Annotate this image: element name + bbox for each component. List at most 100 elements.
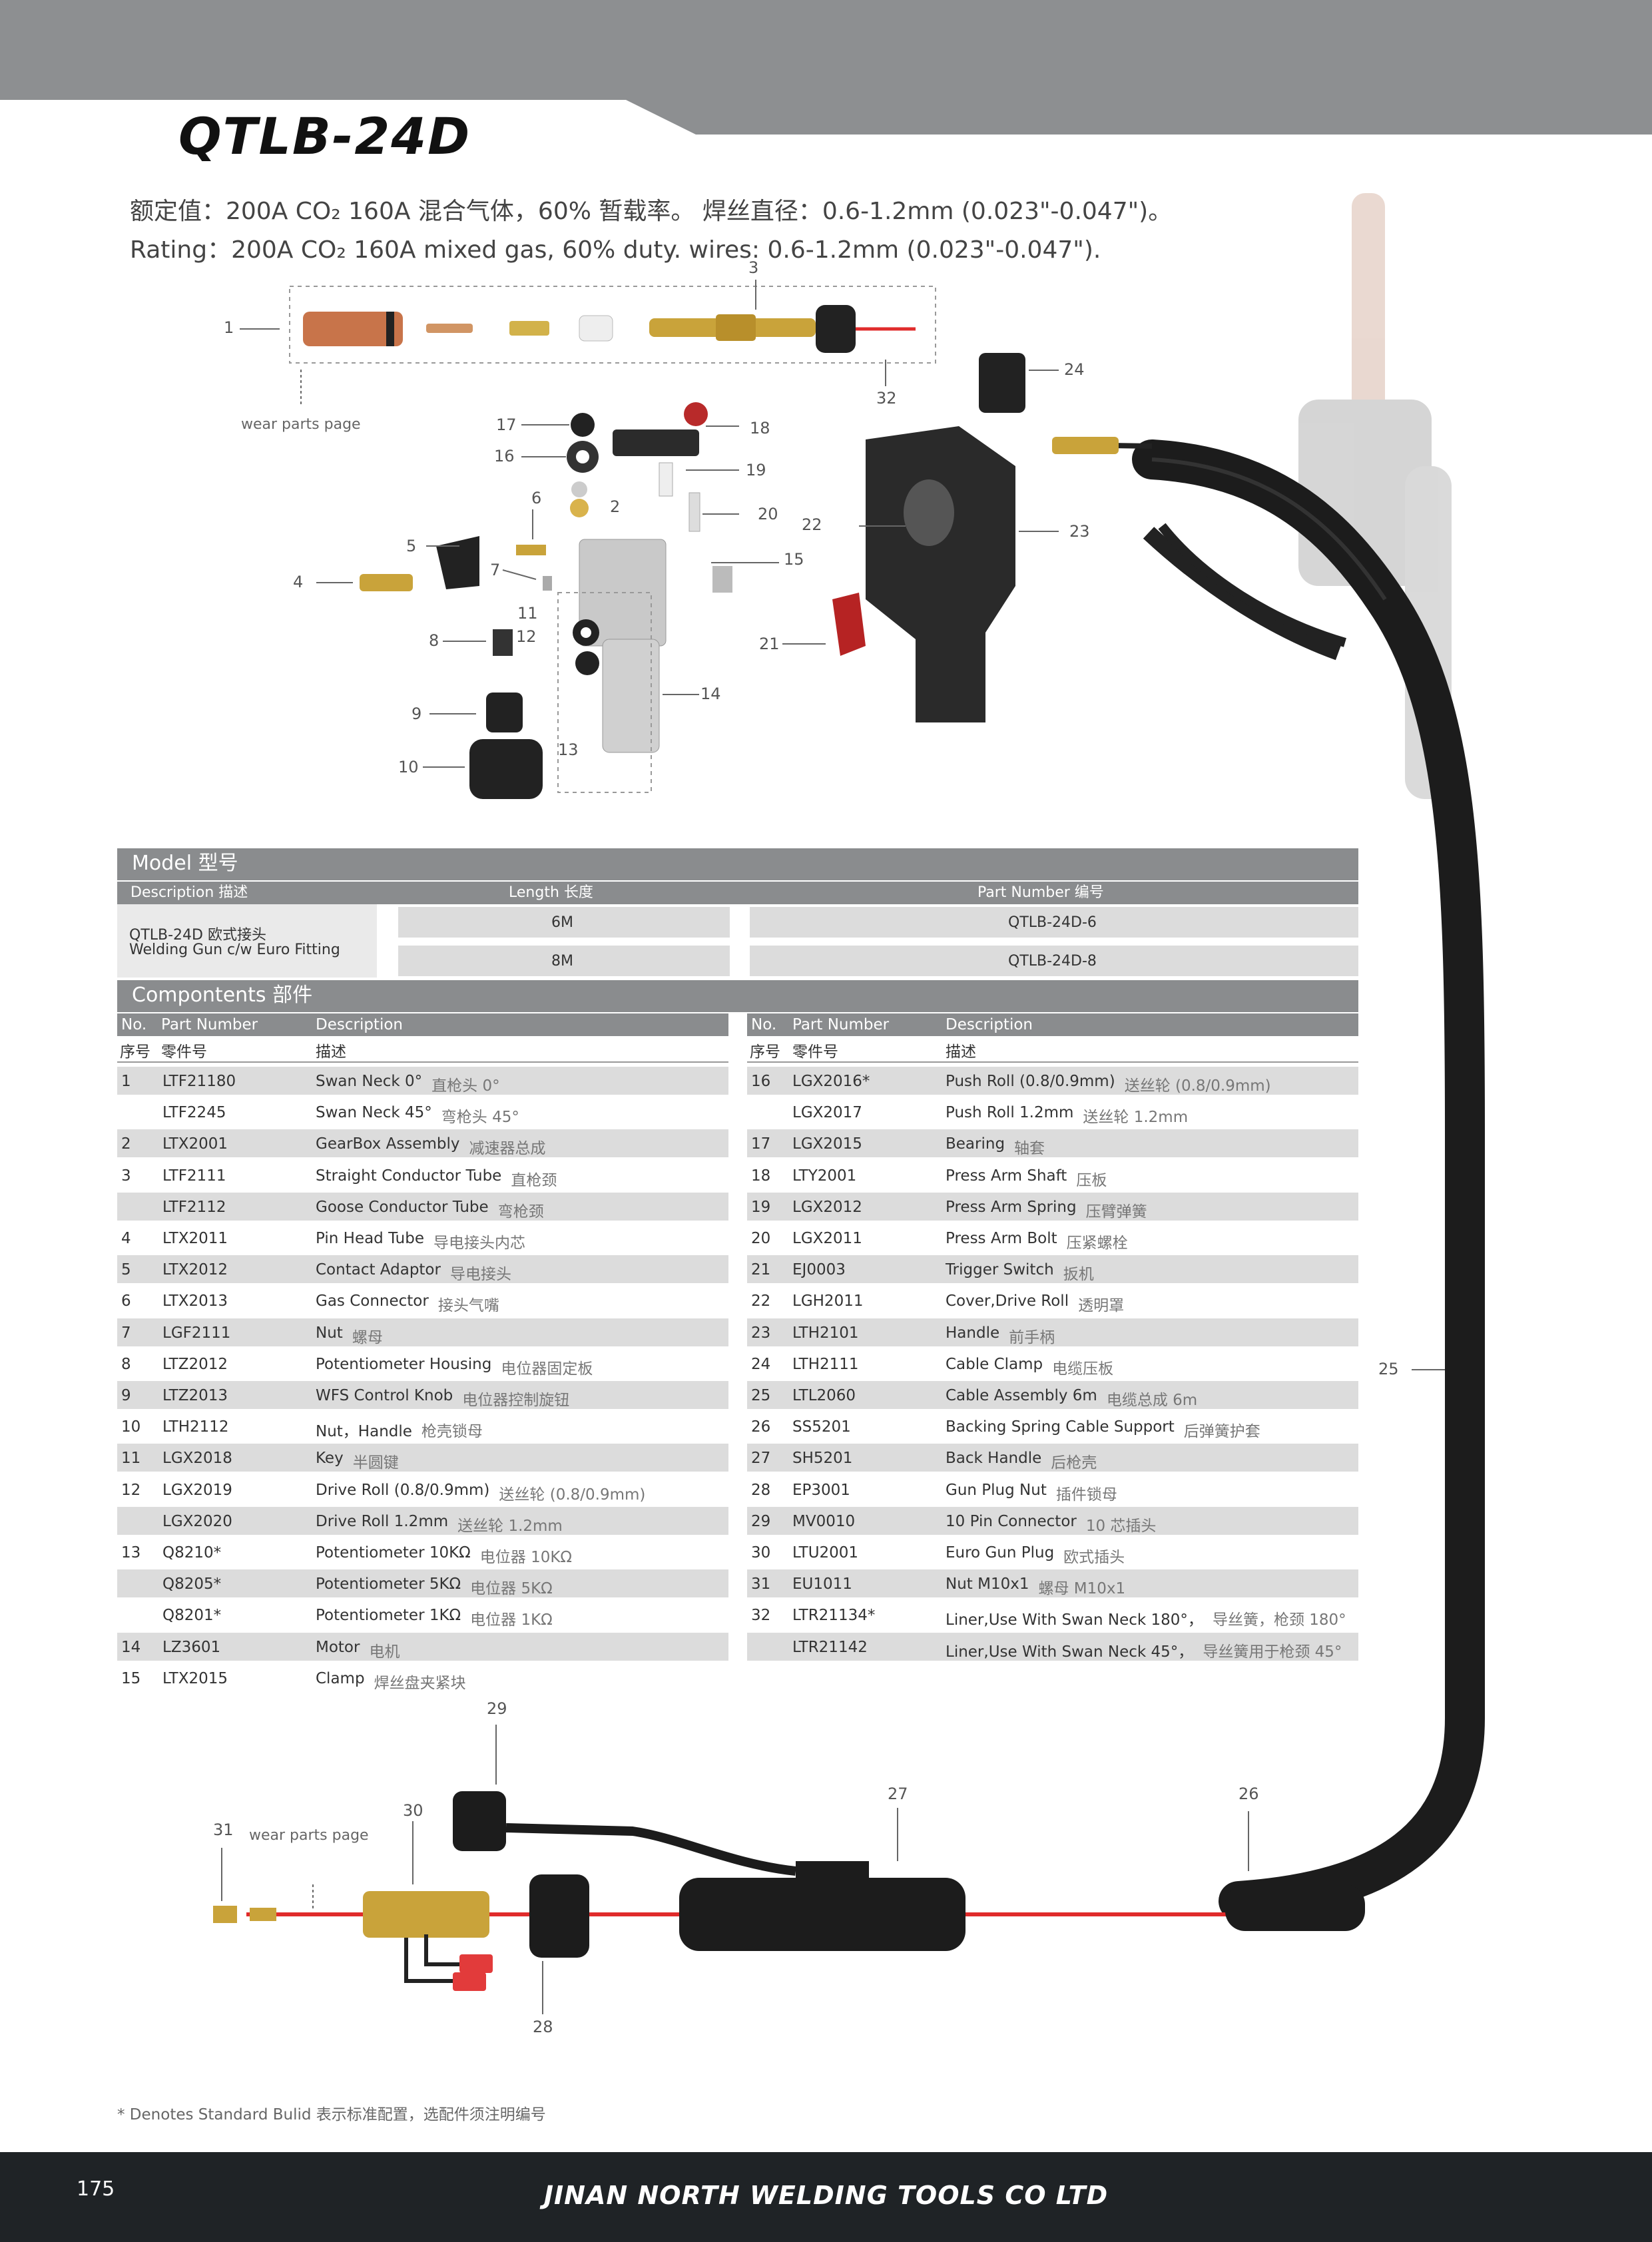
- component-part-number: LTF21180: [162, 1073, 236, 1090]
- callout-24: 24: [1064, 360, 1085, 379]
- component-part-number: LGX2020: [162, 1512, 232, 1530]
- component-description-cn: 插件锁母: [1055, 1486, 1117, 1504]
- wfs-knob-part: [486, 693, 523, 732]
- component-part-number: LGX2011: [792, 1230, 862, 1247]
- gun-plug-nut-part: [529, 1874, 589, 1958]
- components-left-cn-header: 序号 零件号 描述: [117, 1037, 728, 1063]
- page-number: 175: [77, 2177, 115, 2201]
- component-description: Potentiometer 5KΩ: [316, 1575, 461, 1593]
- callout-29: 29: [487, 1699, 507, 1718]
- component-no: 26: [751, 1418, 771, 1436]
- press-arm-part: [613, 429, 699, 456]
- cable-end-fitting: [1052, 437, 1119, 454]
- callout-25: 25: [1378, 1360, 1399, 1378]
- motor-part: [602, 639, 660, 753]
- callout-6: 6: [531, 489, 542, 507]
- component-no: 4: [121, 1230, 131, 1247]
- component-description: Contact Adaptor: [316, 1261, 441, 1279]
- footer-band: [0, 2152, 1652, 2242]
- component-description-cn: 导电接头内芯: [433, 1235, 525, 1252]
- callout-11: 11: [517, 604, 538, 623]
- model-col-desc: Description 描述: [131, 884, 248, 901]
- component-description: Drive Roll 1.2mm: [316, 1512, 449, 1530]
- component-description: Push Roll 1.2mm: [946, 1104, 1074, 1122]
- callout-18: 18: [750, 419, 770, 437]
- component-part-number: LTY2001: [792, 1167, 857, 1185]
- component-part-number: LTF2111: [162, 1167, 226, 1185]
- nut-m10-part: [213, 1906, 237, 1923]
- component-part-number: Q8201*: [162, 1607, 222, 1625]
- component-description-cn: 弯枪头 45°: [441, 1109, 519, 1127]
- handle-nut-part: [469, 739, 543, 799]
- footnote: * Denotes Standard Bulid 表示标准配置，选配件须注明编号: [117, 2106, 546, 2123]
- callout-20: 20: [758, 505, 778, 523]
- component-description-cn: 直枪颈: [511, 1171, 557, 1189]
- component-no: 14: [121, 1638, 141, 1656]
- callout-13: 13: [558, 740, 579, 759]
- component-description: Swan Neck 0°: [316, 1073, 423, 1090]
- component-description-cn: 送丝轮 (0.8/0.9mm): [1124, 1077, 1271, 1095]
- component-no: 28: [751, 1481, 771, 1499]
- component-description: Gun Plug Nut: [946, 1481, 1047, 1499]
- pin-head-tube-part: [360, 574, 413, 591]
- header-band: [0, 0, 1652, 100]
- callout-3: 3: [748, 258, 759, 277]
- callout-32: 32: [876, 389, 897, 408]
- component-description-cn: 后弹簧护套: [1183, 1423, 1260, 1441]
- callout-12: 12: [516, 627, 537, 646]
- component-description: Goose Conductor Tube: [316, 1198, 489, 1216]
- callout-23: 23: [1069, 522, 1090, 541]
- model-row-1-part: QTLB-24D-6: [750, 907, 1358, 938]
- component-part-number: MV0010: [792, 1512, 856, 1530]
- component-description: Bearing: [946, 1135, 1005, 1153]
- component-description: Potentiometer Housing: [316, 1355, 492, 1373]
- component-part-number: EJ0003: [792, 1261, 846, 1279]
- component-description-cn: 导丝簧用于枪颈 45°: [1203, 1643, 1342, 1661]
- component-no: 2: [121, 1135, 131, 1153]
- component-no: 11: [121, 1450, 141, 1468]
- component-description-cn: 电位器 10KΩ: [479, 1549, 573, 1566]
- component-description: Cable Assembly 6m: [946, 1387, 1097, 1404]
- component-description-cn: 压板: [1076, 1171, 1107, 1189]
- component-no: 1: [121, 1073, 131, 1090]
- callout-31: 31: [213, 1821, 234, 1839]
- rating-en: Rating：200A CO₂ 160A mixed gas, 60% duty…: [130, 236, 1101, 264]
- component-description-cn: 导丝簧，枪颈 180°: [1212, 1611, 1346, 1629]
- hose-leads: [1143, 527, 1342, 661]
- component-no: 25: [751, 1387, 771, 1404]
- component-description-cn: 电机: [369, 1643, 400, 1661]
- component-part-number: Q8205*: [162, 1575, 222, 1593]
- component-part-number: EP3001: [792, 1481, 850, 1499]
- model-desc-line2: Welding Gun c/w Euro Fitting: [129, 942, 340, 958]
- component-description: Motor: [316, 1638, 360, 1656]
- callout-26: 26: [1239, 1785, 1259, 1803]
- component-no: 32: [751, 1607, 771, 1625]
- component-description: Potentiometer 10KΩ: [316, 1544, 471, 1561]
- components-right-header: No. Part Number Description: [747, 1013, 1358, 1036]
- component-no: 20: [751, 1230, 771, 1247]
- component-description: Nut: [316, 1324, 343, 1342]
- component-part-number: LTX2011: [162, 1230, 228, 1247]
- component-part-number: LTX2015: [162, 1669, 228, 1687]
- component-description-cn: 电位器 5KΩ: [470, 1580, 553, 1598]
- component-row: 26 SS5201 Backing Spring Cable Support 后弹簧护…: [747, 1412, 1358, 1440]
- callout-19: 19: [746, 461, 766, 479]
- callout-17: 17: [496, 416, 517, 434]
- clamp-part: [712, 566, 732, 593]
- company-name: JINAN NORTH WELDING TOOLS CO LTD: [543, 2181, 1109, 2210]
- component-description-cn: 扳机: [1063, 1266, 1094, 1284]
- component-part-number: SS5201: [792, 1418, 851, 1436]
- callout-9: 9: [412, 704, 422, 723]
- component-description: Backing Spring Cable Support: [946, 1418, 1175, 1436]
- callout-30: 30: [403, 1801, 423, 1820]
